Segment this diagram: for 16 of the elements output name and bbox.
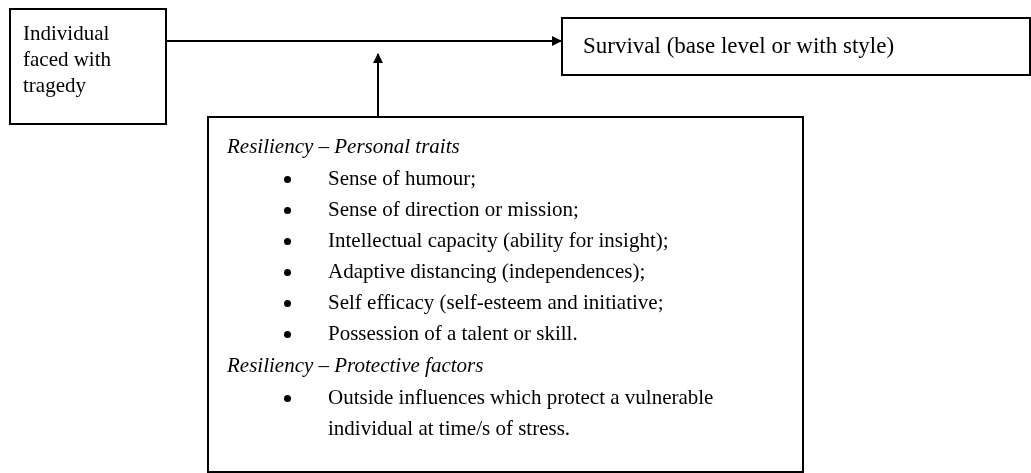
bullet-item: Sense of humour; xyxy=(304,163,802,194)
bullet-item: Outside influences which protect a vulnerable individual at time/s of stress. xyxy=(304,382,802,444)
section-heading: Resiliency – Personal traits xyxy=(227,133,461,160)
bullet-item: Sense of direction or mission; xyxy=(304,194,802,225)
process-box xyxy=(561,17,1031,76)
arrow xyxy=(373,53,383,117)
section-heading: Resiliency – Protective factors xyxy=(227,352,485,379)
arrow xyxy=(166,36,562,46)
text-box xyxy=(207,116,804,473)
bullet-item: Possession of a talent or skill. xyxy=(304,318,802,349)
bullet-item: Intellectual capacity (ability for insight); xyxy=(304,225,802,256)
node-label: Survival (base level or with style) xyxy=(583,33,896,59)
process-box xyxy=(9,8,167,125)
node-label: Individual faced with tragedy xyxy=(23,20,113,98)
bullet-item: Self efficacy (self-esteem and initiative; xyxy=(304,287,802,318)
bullet-item: Adaptive distancing (independences); xyxy=(304,256,802,287)
